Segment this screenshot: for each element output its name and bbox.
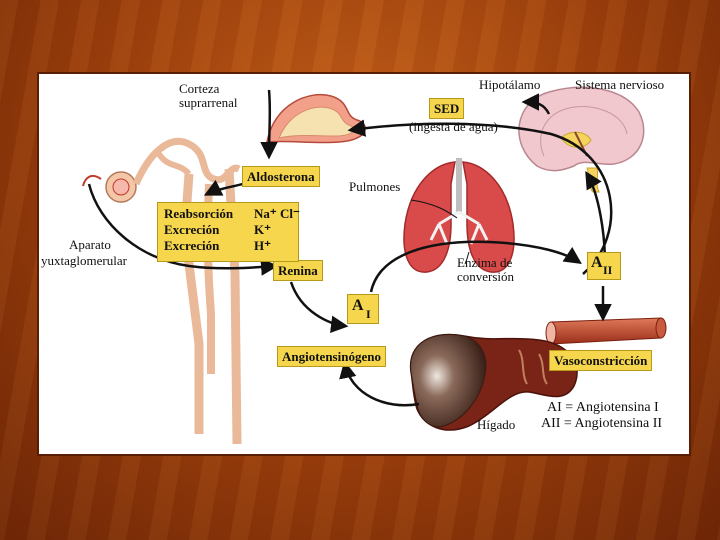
excrecion-k-label: Excreción (164, 222, 220, 237)
diagram-frame: Corteza suprarrenal Hipotálamo Sistema n… (37, 72, 691, 456)
nephron-illustration (82, 137, 242, 445)
label-corteza: Corteza (179, 81, 220, 96)
box-angiotensin-1: A I (347, 294, 379, 324)
a2-subscript: II (603, 263, 613, 277)
box-angiotensin-2: A II (587, 252, 621, 280)
excrecion-h-value: H⁺ (254, 238, 271, 253)
arrows (87, 89, 613, 407)
reabsorcion-label: Reabsorción (164, 206, 234, 221)
label-sistema-nervioso: Sistema nervioso (575, 77, 665, 92)
a1-letter: A (352, 297, 364, 314)
label-suprarrenal: suprarrenal (179, 95, 238, 110)
label-yuxtaglomerular: yuxtaglomerular (41, 253, 127, 268)
a1-subscript: I (366, 307, 371, 321)
label-ingesta: (ingesta de agua) (409, 119, 498, 134)
box-angiotensinogeno: Angiotensinógeno (277, 346, 386, 367)
blood-vessel-illustration (545, 317, 667, 345)
legend-ai: AI = Angiotensina I (547, 400, 659, 415)
label-pulmones: Pulmones (349, 179, 401, 194)
label-conversion: conversión (457, 269, 515, 284)
box-vasoconstriccion: Vasoconstricción (549, 350, 653, 371)
a2-letter: A (591, 254, 603, 271)
box-electrolytes: Reabsorción Na⁺ Cl⁻ Excreción K⁺ Excreci… (157, 202, 300, 262)
label-aparato: Aparato (69, 237, 111, 252)
diagram-artwork (82, 86, 667, 445)
adrenal-gland-illustration (266, 94, 367, 144)
excrecion-k-value: K⁺ (254, 222, 271, 237)
excrecion-h-label: Excreción (164, 238, 220, 253)
box-sed: SED (429, 98, 465, 119)
legend-aii: AII = Angiotensina II (541, 416, 663, 431)
box-renina: Renina (273, 260, 323, 281)
label-hipotalamo: Hipotálamo (479, 77, 541, 92)
box-aldosterona: Aldosterona (242, 166, 320, 187)
label-higado: Hígado (477, 417, 516, 432)
liver-illustration (409, 333, 578, 431)
label-enzima: Enzima de (457, 255, 513, 270)
reabsorcion-value: Na⁺ Cl⁻ (254, 206, 300, 221)
